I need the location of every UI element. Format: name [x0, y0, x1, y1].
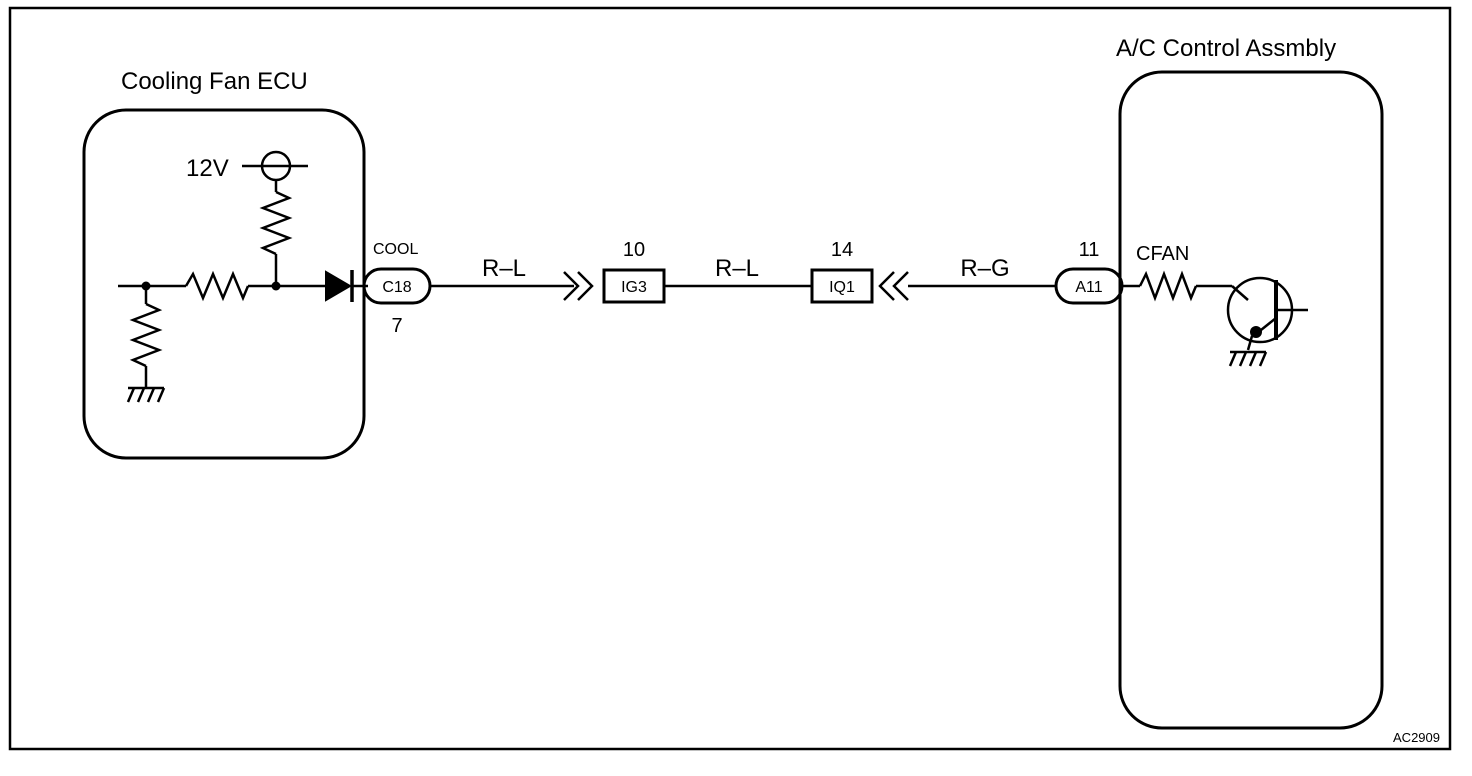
wire-2-color: R–L — [715, 255, 759, 282]
diode-icon — [325, 270, 352, 302]
ecu-title: Cooling Fan ECU — [121, 68, 308, 95]
diagram-frame — [8, 6, 1452, 751]
ac-resistor-icon — [1138, 270, 1198, 302]
transistor-icon — [1226, 276, 1308, 351]
ac-ground-icon — [1228, 350, 1268, 367]
joint-ig3-pin: 10 — [623, 239, 645, 261]
joint-iq1-label: IQ1 — [829, 279, 855, 296]
ac-title: A/C Control Assmbly — [1116, 35, 1336, 62]
wire-1-color: R–L — [482, 255, 526, 282]
ground-icon — [126, 386, 166, 403]
ac-terminal-name: CFAN — [1136, 243, 1189, 265]
ac-box — [1118, 70, 1384, 730]
connector-c18-pin: 7 — [391, 315, 402, 337]
connector-c18-label: C18 — [382, 279, 411, 296]
wire-3-color: R–G — [960, 255, 1009, 282]
joint-iq1-pin: 14 — [831, 239, 853, 261]
ecu-voltage-label: 12V — [186, 155, 229, 182]
junction-node — [271, 281, 281, 291]
joint-iq1 — [810, 268, 874, 304]
joint-ig3-label: IG3 — [621, 279, 647, 296]
connector-a11-pin: 11 — [1079, 239, 1100, 261]
ecu-terminal-name: COOL — [373, 241, 418, 258]
figure-code: AC2909 — [1393, 730, 1440, 745]
chevron-left-icon — [878, 271, 895, 301]
connector-a11-label: A11 — [1075, 279, 1102, 296]
chevron-left-icon-2 — [892, 271, 909, 301]
pullup-resistor-icon — [259, 190, 293, 256]
chevron-right-icon — [563, 271, 580, 301]
series-resistor-icon — [184, 270, 250, 302]
chevron-right-icon-2 — [577, 271, 594, 301]
pulldown-resistor-icon — [129, 302, 163, 368]
